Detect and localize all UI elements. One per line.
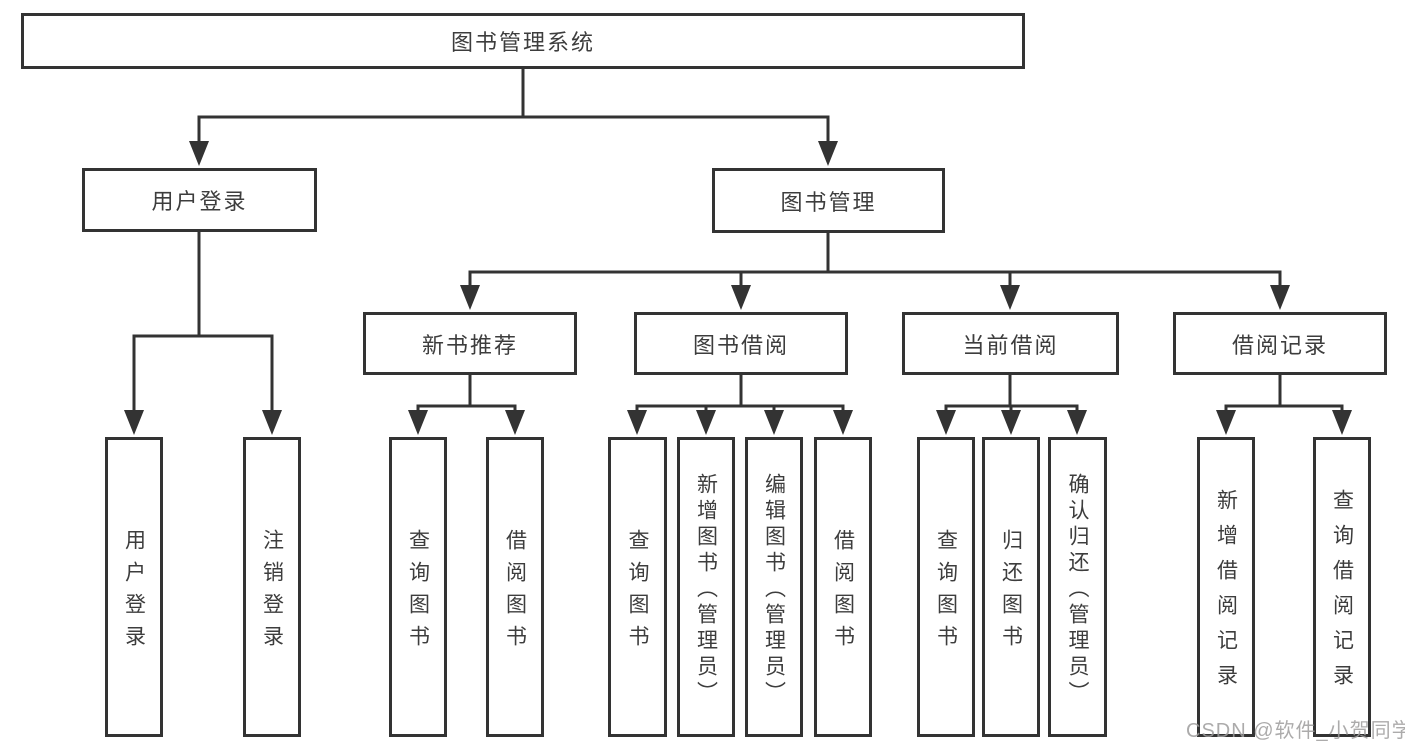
node-borrow-record: 借阅记录 xyxy=(1173,312,1387,375)
leaf-borrow-books: 借阅图书 xyxy=(814,437,872,737)
leaf-user-login: 用户登录 xyxy=(105,437,163,737)
leaf-borrow-books-recommend: 借阅图书 xyxy=(486,437,544,737)
leaf-query-books-borrow: 查询图书 xyxy=(608,437,667,737)
node-book-management: 图书管理 xyxy=(712,168,945,233)
node-book-borrow: 图书借阅 xyxy=(634,312,848,375)
csdn-watermark: CSDN @软件_小贺同学 xyxy=(1186,720,1405,742)
leaf-query-borrow-record: 查询借阅记录 xyxy=(1313,437,1371,737)
leaf-logout-login: 注销登录 xyxy=(243,437,301,737)
leaf-query-books-current: 查询图书 xyxy=(917,437,975,737)
leaf-edit-books-admin: 编辑图书（管理员） xyxy=(745,437,803,737)
arrowheads xyxy=(124,141,1352,435)
node-root-system: 图书管理系统 xyxy=(21,13,1025,69)
leaf-query-books-recommend: 查询图书 xyxy=(389,437,447,737)
leaf-add-borrow-record: 新增借阅记录 xyxy=(1197,437,1255,737)
leaf-return-books: 归还图书 xyxy=(982,437,1040,737)
leaf-add-books-admin: 新增图书（管理员） xyxy=(677,437,735,737)
node-user-login: 用户登录 xyxy=(82,168,317,232)
node-current-borrow: 当前借阅 xyxy=(902,312,1119,375)
leaf-confirm-return-admin: 确认归还（管理员） xyxy=(1048,437,1107,737)
node-new-book-recommend: 新书推荐 xyxy=(363,312,577,375)
